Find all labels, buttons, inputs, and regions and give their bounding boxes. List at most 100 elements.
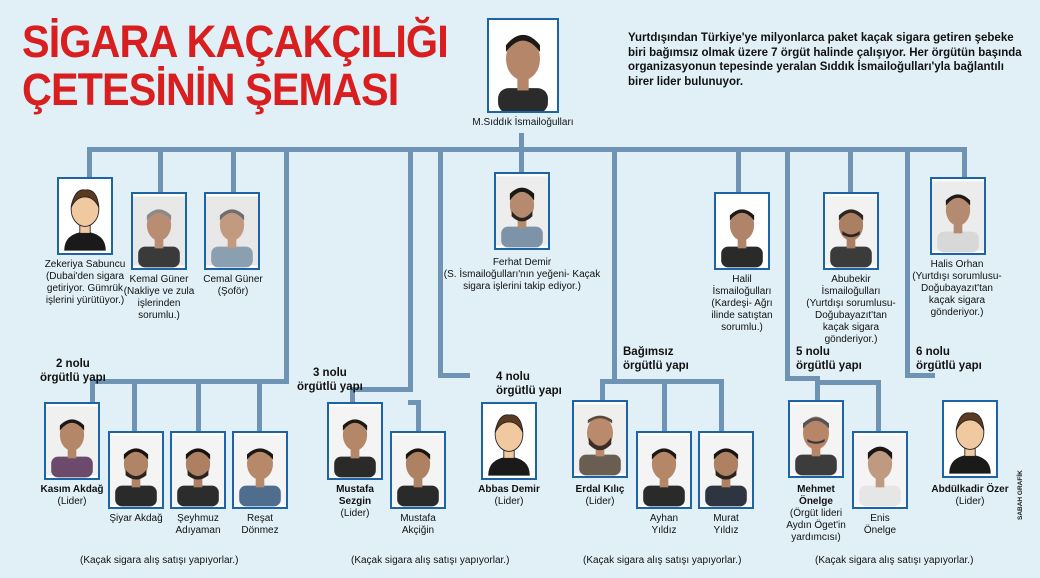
photo-mehmet-onelge [788, 400, 844, 478]
group-label-line2: örgütlü yapı [623, 360, 689, 372]
person-desc: (Nakliye ve zula işlerinden sorumlu.) [123, 286, 195, 321]
photo-halil-ismailogullari [714, 192, 770, 270]
group-label-line1: Bağımsız [623, 346, 674, 358]
group-label-2: 2 nolu örgütlü yapı [40, 357, 106, 385]
group-label-line1: 4 nolu [496, 371, 530, 383]
group-note: (Kaçak sigara alış satışı yapıyorlar.) [351, 555, 510, 566]
group-label-line2: örgütlü yapı [496, 385, 562, 397]
caption-zekeriya-sabuncu: Zekeriya Sabuncu (Dubai'den sigara getir… [43, 259, 127, 307]
photo-erdal-kilic [572, 400, 628, 478]
photo-abdulkadir-ozer [942, 400, 998, 478]
person-photo-icon [574, 404, 626, 476]
person-desc: (Şoför) [217, 286, 249, 297]
person-name: Abubekir İsmailoğulları [821, 274, 881, 297]
member-name: Mustafa Sezgin [336, 484, 374, 507]
caption-halil-ismailogullari: Halil İsmailoğulları (Kardeşi- Ağrı ilin… [706, 274, 778, 334]
person-photo-icon [716, 196, 768, 268]
person-photo-icon [638, 435, 690, 507]
caption-murat-yildiz: Murat Yıldız [701, 513, 751, 537]
member-name: Mehmet Önelge [797, 484, 835, 507]
member-name: Murat Yıldız [713, 513, 739, 536]
photo-zekeriya-sabuncu [57, 177, 113, 255]
person-photo-icon [172, 435, 224, 507]
group-label-3: 3 nolu örgütlü yapı [297, 366, 363, 394]
photo-resat-donmez [232, 431, 288, 509]
person-placeholder-icon [483, 406, 535, 476]
caption-kasim-akdag: Kasım Akdağ (Lider) [40, 484, 104, 508]
person-photo-icon [234, 435, 286, 507]
person-photo-icon [489, 20, 557, 111]
caption-seyhmuz-adiyaman: Şeyhmuz Adıyaman [167, 513, 229, 537]
person-placeholder-icon [59, 181, 111, 251]
person-photo-icon [110, 435, 162, 507]
caption-abdulkadir-ozer: Abdülkadir Özer (Lider) [925, 484, 1015, 508]
caption-mehmet-onelge: Mehmet Önelge (Örgüt lideri Aydın Öget'i… [779, 484, 853, 544]
member-role: (Lider) [57, 496, 87, 507]
caption-siyar-akdag: Şiyar Akdağ [108, 513, 164, 525]
member-role: (Lider) [585, 496, 615, 507]
person-photo-icon [496, 176, 548, 248]
member-name: Reşat Dönmez [241, 513, 279, 536]
member-name: Erdal Kılıç [575, 484, 625, 495]
person-photo-icon [206, 196, 258, 268]
caption-mustafa-akcigin: Mustafa Akçiğin [386, 513, 450, 537]
person-placeholder-icon [944, 404, 996, 474]
caption-ayhan-yildiz: Ayhan Yıldız [639, 513, 689, 537]
photo-kemal-guner [131, 192, 187, 270]
photo-kasim-akdag [44, 402, 100, 480]
photo-mustafa-sezgin [327, 402, 383, 480]
caption-kemal-guner: Kemal Güner (Nakliye ve zula işlerinden … [121, 274, 197, 322]
group-label-line1: 2 nolu [55, 358, 90, 370]
photo-abubekir-ismailogullari [823, 192, 879, 270]
caption-mustafa-sezgin: Mustafa Sezgin (Lider) [323, 484, 387, 520]
caption-abubekir-ismailogullari: Abubekir İsmailoğulları (Yurtdışı soruml… [801, 274, 901, 346]
group-label-line2: örgütlü yapı [40, 372, 106, 384]
photo-cemal-guner [204, 192, 260, 270]
caption-halis-orhan: Halis Orhan (Yurtdışı sorumlusu- Doğubay… [907, 259, 1007, 319]
person-photo-icon [133, 196, 185, 268]
member-name: Mustafa Akçiğin [400, 513, 436, 536]
person-desc: (S. İsmailoğulları'nın yeğeni- Kaçak sig… [443, 269, 601, 292]
person-name: Kemal Güner [129, 274, 189, 285]
photo-abbas-demir [481, 402, 537, 480]
member-name: Abbas Demir [478, 484, 540, 495]
leader-caption: M.Sıddık İsmailoğulları [472, 117, 573, 129]
member-role: (Lider) [955, 496, 985, 507]
group-label-line1: 6 nolu [916, 346, 950, 358]
member-name: Enis Önelge [863, 513, 897, 536]
group-label-independent: Bağımsız örgütlü yapı [623, 345, 689, 373]
group-label-5: 5 nolu örgütlü yapı [796, 345, 862, 373]
group-label-line2: örgütlü yapı [796, 360, 862, 372]
intro-text: Yurtdışından Türkiye'ye milyonlarca pake… [628, 32, 1022, 88]
person-desc: (Yurtdışı sorumlusu- Doğubayazıt'tan kaç… [806, 298, 896, 345]
group-note: (Kaçak sigara alış satışı yapıyorlar.) [80, 555, 239, 566]
member-name: Kasım Akdağ [40, 484, 104, 495]
group-note: (Kaçak sigara alış satışı yapıyorlar.) [583, 555, 742, 566]
group-label-6: 6 nolu örgütlü yapı [916, 345, 982, 373]
person-photo-icon [46, 406, 98, 478]
photo-leader [487, 18, 559, 113]
person-photo-icon [825, 196, 877, 268]
photo-siyar-akdag [108, 431, 164, 509]
person-desc: (Kardeşi- Ağrı ilinde satıştan sorumlu.) [711, 298, 773, 333]
member-name: Abdülkadir Özer [931, 484, 1009, 495]
member-role: (Lider) [494, 496, 524, 507]
caption-abbas-demir: Abbas Demir (Lider) [464, 484, 554, 508]
person-name: Ferhat Demir [492, 257, 552, 268]
title-line-2: ÇETESİNİN ŞEMASI [22, 64, 399, 115]
person-name: Halis Orhan [930, 259, 984, 270]
member-role: (Lider) [340, 508, 370, 519]
title-line-1: SİGARA KAÇAKÇILIĞI [22, 16, 449, 67]
person-name: Cemal Güner [203, 274, 263, 285]
chart-title: SİGARA KAÇAKÇILIĞI ÇETESİNİN ŞEMASI [22, 16, 449, 115]
caption-erdal-kilic: Erdal Kılıç (Lider) [572, 484, 628, 508]
photo-ferhat-demir [494, 172, 550, 250]
member-name: Şeyhmuz Adıyaman [175, 513, 221, 536]
leader-name: M.Sıddık İsmailoğulları [472, 117, 574, 128]
photo-seyhmuz-adiyaman [170, 431, 226, 509]
person-desc: (Dubai'den sigara getiriyor. Gümrük işle… [45, 271, 125, 306]
member-name: Şiyar Akdağ [109, 513, 163, 524]
photo-halis-orhan [930, 177, 986, 255]
caption-cemal-guner: Cemal Güner (Şoför) [198, 274, 268, 298]
